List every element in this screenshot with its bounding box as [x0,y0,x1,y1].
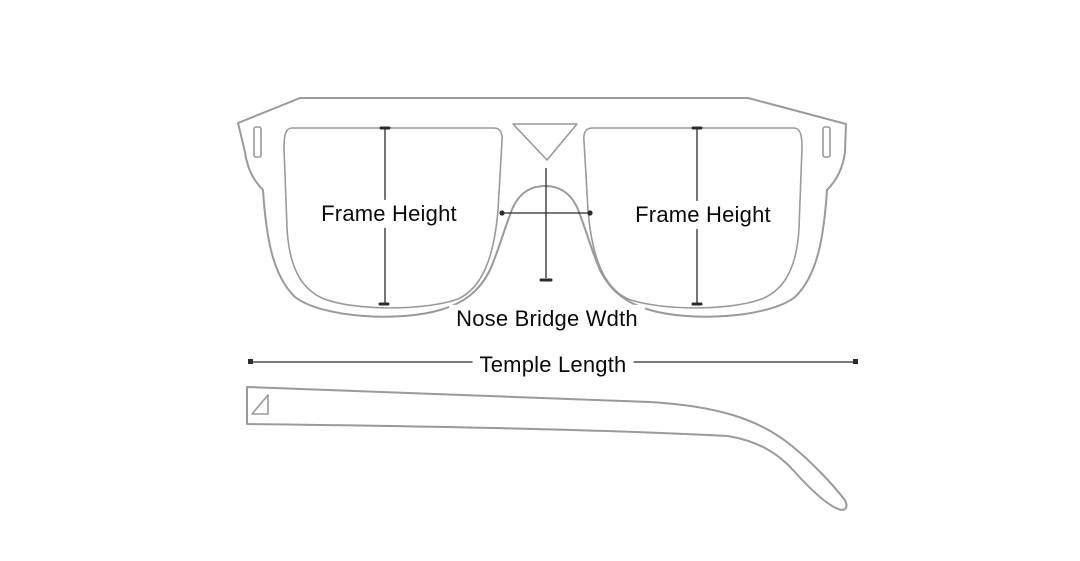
brand-logo-triangle [251,394,269,415]
bridge-triangle-cutout [512,123,578,161]
temple-arm-outline [246,386,848,511]
hinge-left [253,126,262,158]
lens-left [283,127,503,309]
frame-outline [237,97,847,318]
temple-arm-side-view [246,386,848,511]
temple-length-label: Temple Length [472,350,634,380]
sunglasses-front-view [237,97,847,318]
lens-right [583,127,803,309]
frame-height-label-left: Frame Height [314,199,464,229]
nose-bridge-width-label: Nose Bridge Wdth [449,304,645,334]
frame-height-label-right: Frame Height [628,200,778,230]
nose-bridge-dimension [499,168,593,282]
hinge-right [822,126,831,158]
